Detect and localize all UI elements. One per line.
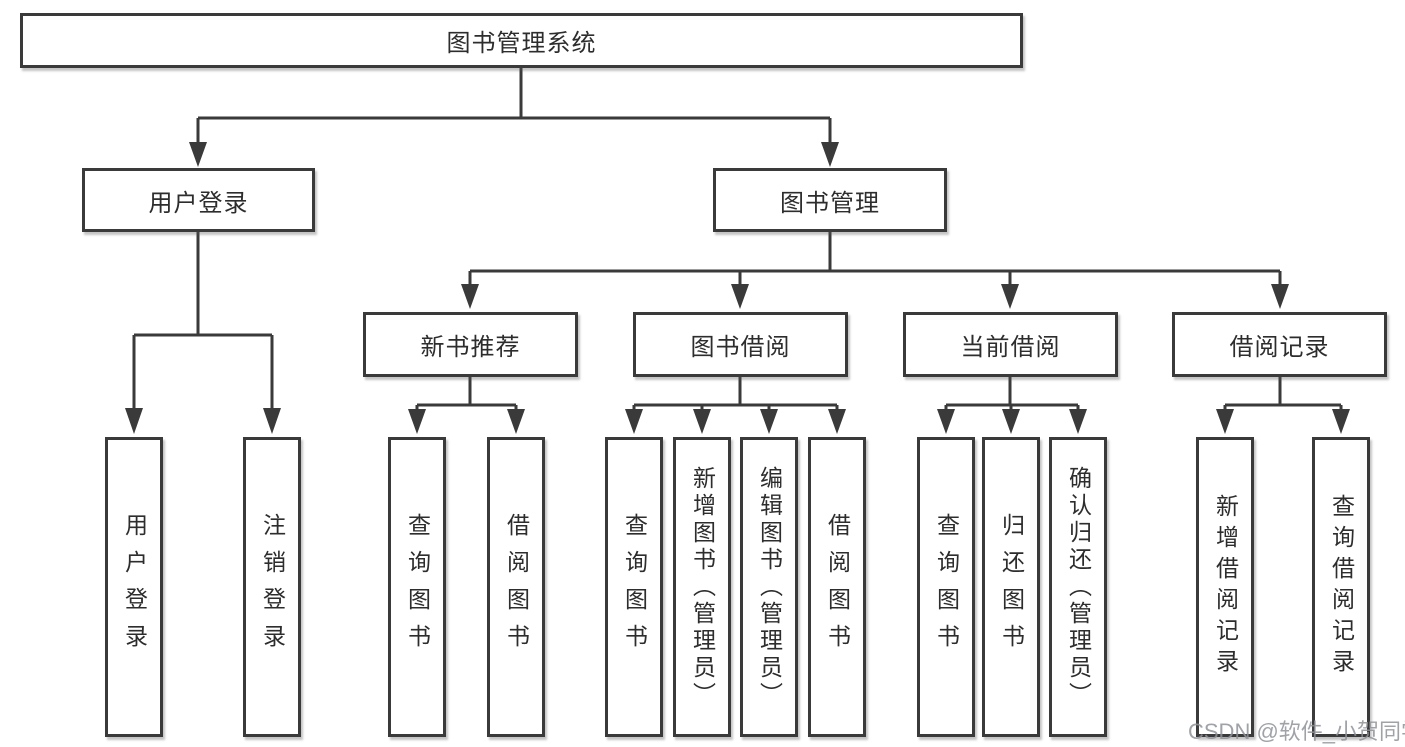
arrowhead xyxy=(731,284,749,309)
leaf-logout: 注销登录 xyxy=(243,437,301,737)
arrowhead xyxy=(1332,409,1350,434)
arrowhead xyxy=(507,409,525,434)
arrowhead xyxy=(821,142,839,167)
node-book-borrowing: 图书借阅 xyxy=(633,312,848,377)
arrowhead xyxy=(263,408,281,434)
leaf-label: 查询图书 xyxy=(404,513,431,661)
leaf-borrow-books-recommend: 借阅图书 xyxy=(487,437,545,737)
leaf-edit-book-admin: 编辑图书（管理员） xyxy=(740,437,798,737)
arrowhead xyxy=(1002,409,1020,434)
leaf-label: 确认归还（管理员） xyxy=(1065,465,1092,709)
arrowhead xyxy=(1001,284,1019,309)
node-user-login: 用户登录 xyxy=(82,168,315,232)
leaf-label: 归还图书 xyxy=(998,513,1025,661)
leaf-label: 查询图书 xyxy=(933,513,960,661)
leaf-return-books: 归还图书 xyxy=(982,437,1040,737)
leaf-label: 借阅图书 xyxy=(824,513,851,661)
leaf-user-login: 用户登录 xyxy=(105,437,163,737)
leaf-label: 注销登录 xyxy=(259,513,286,661)
arrowhead xyxy=(937,409,955,434)
leaf-label: 新增借阅记录 xyxy=(1212,494,1239,680)
leaf-label: 编辑图书（管理员） xyxy=(756,465,783,709)
arrowhead xyxy=(828,409,846,434)
leaf-query-books-current: 查询图书 xyxy=(917,437,975,737)
leaf-label: 新增图书（管理员） xyxy=(689,465,716,709)
leaf-query-borrow-record: 查询借阅记录 xyxy=(1312,437,1370,737)
arrowhead xyxy=(1216,409,1234,434)
arrowhead xyxy=(760,409,778,434)
leaf-label: 借阅图书 xyxy=(503,513,530,661)
leaf-add-borrow-record: 新增借阅记录 xyxy=(1196,437,1254,737)
leaf-label: 用户登录 xyxy=(121,513,148,661)
node-current-borrowing: 当前借阅 xyxy=(903,312,1118,377)
leaf-borrow-books-borrowing: 借阅图书 xyxy=(808,437,866,737)
leaf-confirm-return-admin: 确认归还（管理员） xyxy=(1049,437,1107,737)
csdn-watermark: CSDN @软件_小贺同学 xyxy=(1188,719,1405,744)
node-borrowing-records: 借阅记录 xyxy=(1172,312,1387,377)
leaf-query-books-borrowing: 查询图书 xyxy=(605,437,663,737)
node-new-book-recommendation: 新书推荐 xyxy=(363,312,578,377)
arrowhead xyxy=(625,409,643,434)
leaf-add-book-admin: 新增图书（管理员） xyxy=(673,437,731,737)
arrowhead xyxy=(1069,409,1087,434)
arrowhead xyxy=(693,409,711,434)
arrowhead xyxy=(461,284,479,309)
arrowhead xyxy=(408,409,426,434)
arrowhead xyxy=(1271,284,1289,309)
node-library-management-system: 图书管理系统 xyxy=(20,13,1023,68)
leaf-label: 查询图书 xyxy=(621,513,648,661)
arrowhead xyxy=(125,408,143,434)
node-book-management: 图书管理 xyxy=(713,168,947,232)
leaf-query-books-recommend: 查询图书 xyxy=(388,437,446,737)
arrowhead xyxy=(189,142,207,167)
leaf-label: 查询借阅记录 xyxy=(1328,494,1355,680)
